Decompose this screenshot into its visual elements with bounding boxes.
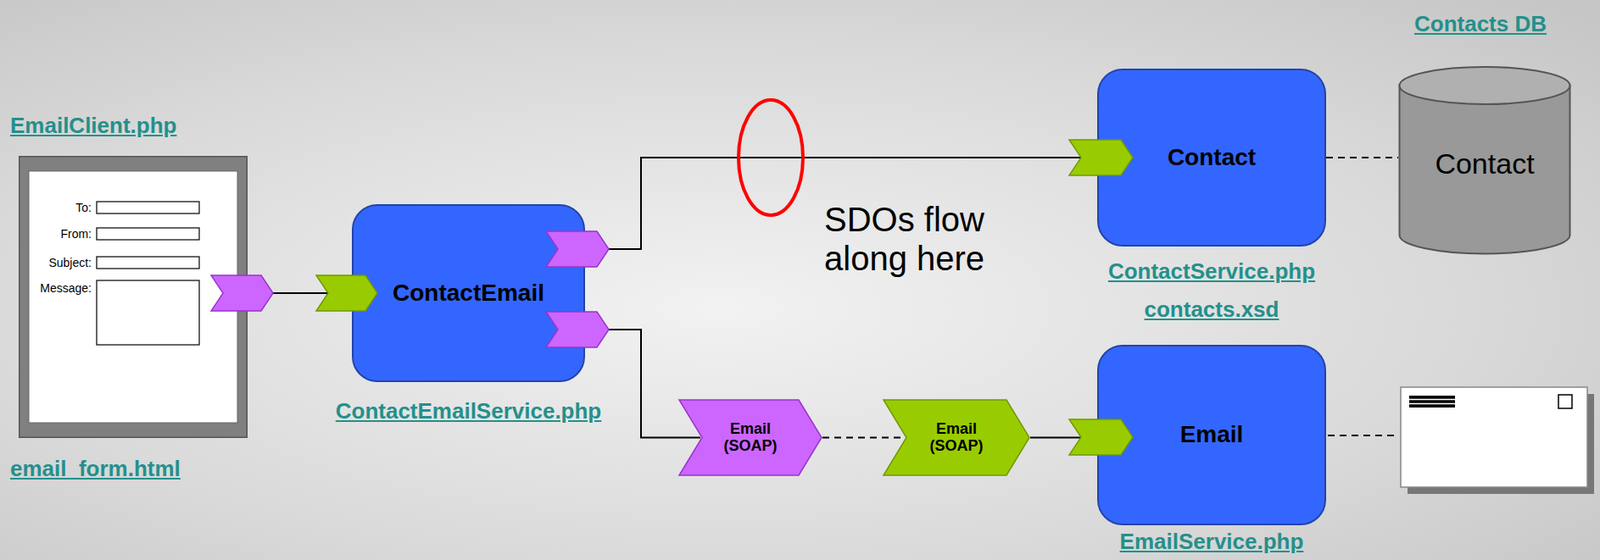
binding-name: Email (SOAP) — [922, 421, 991, 456]
table-name: Contact — [1434, 147, 1534, 181]
envelope-address — [1409, 395, 1456, 408]
service-chevron — [1069, 139, 1133, 176]
envelope-body — [1400, 387, 1588, 488]
cylinder-body — [1399, 84, 1571, 254]
envelope-icon — [1400, 387, 1595, 495]
service-chevron — [316, 275, 378, 312]
wire — [585, 329, 701, 439]
reference-chevron — [546, 231, 609, 268]
form-window: EmailClient.phpTo:From:Subject:Message:e… — [18, 156, 248, 439]
reference-chevron — [211, 275, 274, 312]
chevron-shape — [679, 400, 822, 476]
field-label: To: — [18, 200, 92, 216]
file-link: EmailService.php — [1120, 529, 1305, 556]
service-name: Contact — [1167, 144, 1256, 172]
input-field — [96, 201, 200, 214]
wire — [1326, 156, 1399, 159]
window-pane — [28, 171, 238, 424]
file-link: ContactEmailService.php — [335, 399, 603, 425]
field-label: Message: — [18, 280, 92, 296]
highlight-ellipse — [738, 100, 803, 216]
dashed-link — [1327, 434, 1400, 437]
annotation: SDOs flow along here — [824, 200, 1037, 279]
window-frame — [19, 156, 248, 439]
reference-chevron: Email (SOAP) — [678, 399, 823, 477]
envelope-address-line — [1409, 399, 1456, 402]
service-chevron — [1069, 419, 1133, 456]
file-link: Contacts DB — [1414, 11, 1547, 38]
field-label: From: — [18, 226, 92, 242]
envelope-address-line — [1409, 403, 1456, 406]
service-name: ContactEmail — [392, 279, 545, 307]
chevron-shape — [883, 400, 1030, 476]
service-name: Email — [1180, 421, 1244, 449]
file-link: EmailClient.php — [10, 113, 177, 140]
service-chevron: Email (SOAP) — [882, 399, 1031, 477]
field-label: Subject: — [18, 255, 92, 271]
input-field — [96, 256, 200, 269]
reference-chevron — [546, 312, 609, 348]
form-window-outline — [18, 156, 248, 439]
file-link: contacts.xsd — [1144, 297, 1280, 324]
file-link: ContactService.php — [1108, 259, 1316, 285]
input-field — [96, 228, 200, 240]
wire — [822, 437, 905, 440]
envelope-stamp — [1558, 395, 1573, 409]
binding-name: Email (SOAP) — [716, 421, 785, 456]
input-field — [96, 280, 200, 346]
file-link: email_form.html — [10, 457, 181, 483]
cylinder-top — [1399, 66, 1571, 105]
database-cylinder: Contacts DBContact — [1398, 66, 1572, 256]
